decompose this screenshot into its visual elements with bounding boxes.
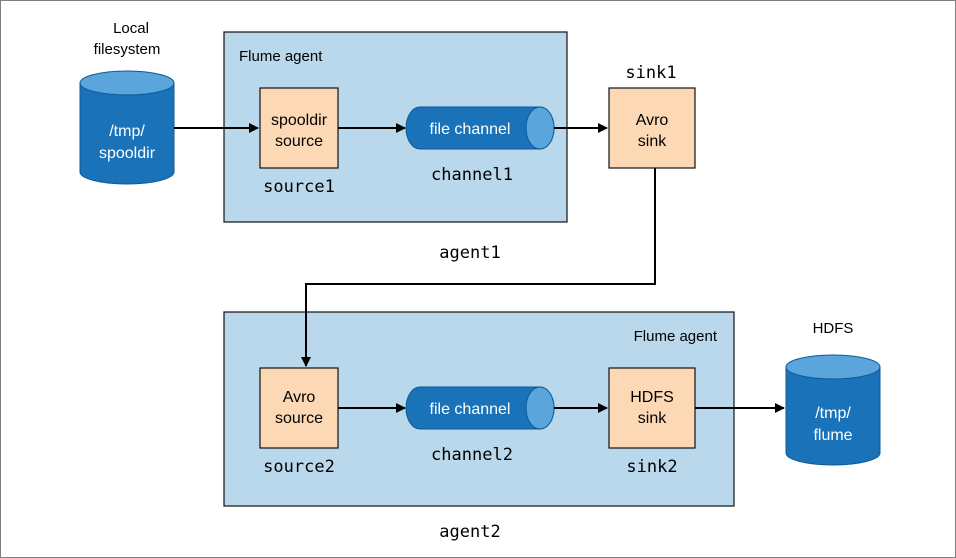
hdfs-label: HDFS [813, 320, 854, 337]
filesystem-cylinder-top [79, 70, 175, 96]
agent1-channel: file channel [405, 106, 555, 150]
agent2-source-id: source2 [263, 457, 335, 477]
arrow-sink1-to-source2 [301, 168, 656, 367]
agent2-sink-line1: HDFS [630, 389, 674, 406]
agent2-box: Flume agent Avro source source2 file cha… [223, 311, 735, 507]
agent2-name: agent2 [439, 522, 500, 542]
filesystem-cylinder-body [79, 82, 175, 185]
agent2-channel-label: file channel [430, 401, 511, 418]
agent1-sink-line1: Avro [636, 112, 669, 129]
agent2-channel: file channel [405, 386, 555, 430]
agent2-sink-box [608, 367, 696, 449]
hdfs-cylinder-body [785, 366, 881, 466]
agent1-name: agent1 [439, 243, 500, 263]
agent1-source-box [259, 87, 339, 169]
agent2-sink-id: sink2 [626, 457, 677, 477]
agent1-channel-id: channel1 [431, 165, 513, 185]
agent2-channel-id: channel2 [431, 445, 513, 465]
agent2-source-line2: source [275, 410, 323, 427]
agent1-channel-label: file channel [430, 121, 511, 138]
agent1-source-line2: source [275, 133, 323, 150]
agent2-sink-line2: sink [638, 410, 667, 427]
hdfs-store: /tmp/ flume [785, 354, 881, 466]
agent1-box: Flume agent spooldir source source1 file… [223, 31, 696, 223]
agent1-sink-box [608, 87, 696, 169]
agent1-source-line1: spooldir [271, 112, 328, 129]
agent2-heading: Flume agent [634, 328, 718, 345]
filesystem-label-line1: Local [113, 20, 149, 37]
agent1-source-id: source1 [263, 177, 335, 197]
agent1-channel-end [525, 106, 555, 150]
agent2-source-line1: Avro [283, 389, 316, 406]
agent1-sink-line2: sink [638, 133, 667, 150]
filesystem-store-line1: /tmp/ [109, 123, 145, 140]
hdfs-store-line1: /tmp/ [815, 405, 851, 422]
agent2-channel-end [525, 386, 555, 430]
filesystem-store-line2: spooldir [99, 145, 156, 162]
filesystem-label-line2: filesystem [94, 41, 161, 58]
agent1-sink-id: sink1 [625, 63, 676, 83]
hdfs-cylinder-top [785, 354, 881, 380]
hdfs-store-line2: flume [813, 427, 852, 444]
local-filesystem-store: /tmp/ spooldir [79, 70, 175, 185]
agent1-heading: Flume agent [239, 48, 323, 65]
agent2-source-box [259, 367, 339, 449]
